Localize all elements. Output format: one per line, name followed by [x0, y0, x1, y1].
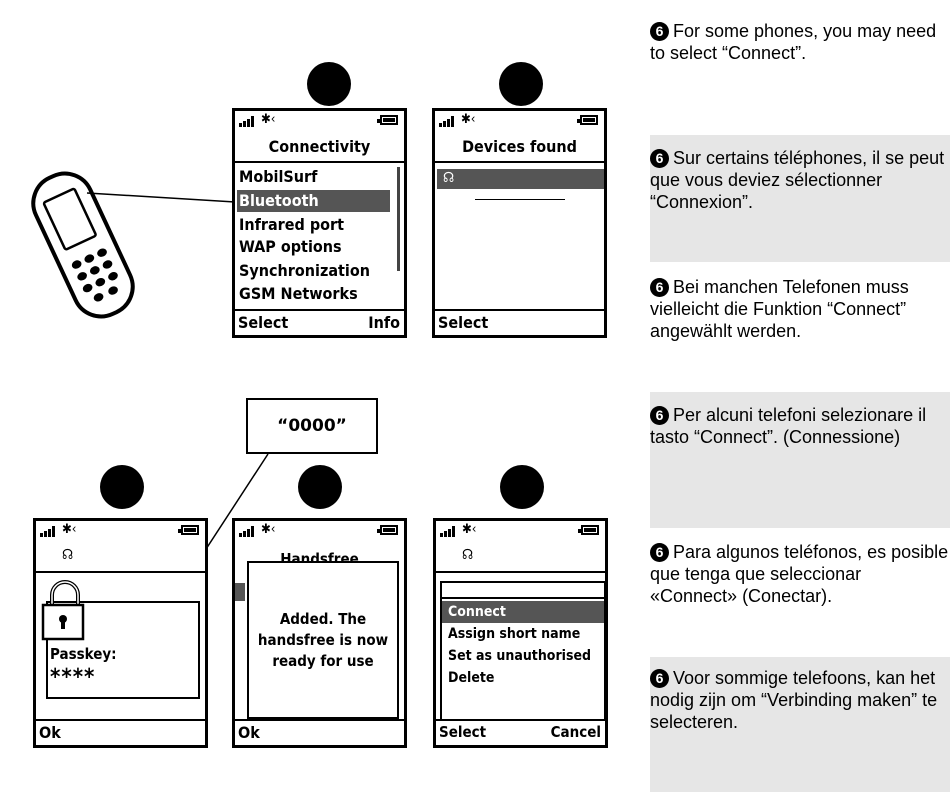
menu-item[interactable]: Synchronization	[239, 261, 370, 280]
screen-title: Connectivity	[268, 137, 371, 156]
phone-screen-added: ✱‹ Handsfree Added. The handsfree is now…	[232, 518, 407, 748]
passkey-input[interactable]: ****	[50, 665, 96, 690]
instruction-text: Per alcuni telefoni selezionare il tasto…	[650, 405, 927, 447]
selection-highlight	[442, 601, 604, 623]
divider	[435, 161, 604, 163]
battery-icon	[377, 115, 398, 125]
step-marker	[100, 465, 144, 509]
confirmation-message: Added. The handsfree is now ready for us…	[257, 609, 389, 670]
status-bar: ✱‹	[436, 521, 605, 543]
select-softkey[interactable]: Select	[438, 313, 489, 332]
headset-icon: ☊	[443, 170, 455, 186]
signal-strength-icon	[440, 525, 458, 537]
menu-item[interactable]: Infrared port	[239, 215, 345, 234]
divider	[442, 597, 604, 599]
screen-title: Devices found	[462, 137, 577, 156]
divider	[235, 161, 404, 163]
bluetooth-icon: ✱‹	[261, 112, 276, 127]
passkey-callout: “0000”	[246, 398, 378, 454]
bluetooth-icon: ✱‹	[461, 112, 476, 127]
status-bar: ✱‹	[235, 521, 404, 543]
signal-strength-icon	[40, 525, 58, 537]
battery-icon	[377, 525, 398, 535]
phone-screen-devices-found: ✱‹ Devices found ☊ Select	[432, 108, 607, 338]
mobile-phone-illustration	[31, 171, 236, 319]
scrollbar[interactable]	[397, 167, 400, 271]
softkey-bar: Select Info	[235, 309, 404, 335]
menu-item[interactable]: GSM Networks	[239, 284, 358, 303]
select-softkey[interactable]: Select	[238, 313, 289, 332]
option-delete[interactable]: Delete	[448, 670, 495, 686]
option-set-unauthorised[interactable]: Set as unauthorised	[448, 648, 592, 664]
passkey-label: Passkey:	[50, 645, 117, 663]
options-popup: Connect Assign short name Set as unautho…	[440, 581, 605, 721]
confirmation-dialog: Added. The handsfree is now ready for us…	[247, 561, 399, 719]
signal-strength-icon	[439, 115, 457, 127]
signal-strength-icon	[239, 525, 257, 537]
battery-icon	[178, 525, 199, 535]
select-softkey[interactable]: Select	[439, 723, 487, 741]
list-highlight-edge	[235, 583, 245, 601]
signal-strength-icon	[239, 115, 257, 127]
menu-item-selected[interactable]: Bluetooth	[239, 191, 319, 210]
step-number-badge: 6	[650, 22, 669, 41]
ok-softkey[interactable]: Ok	[39, 723, 61, 742]
status-bar: ✱‹	[36, 521, 205, 543]
instruction-text: Para algunos teléfonos, es posible que t…	[650, 542, 949, 606]
option-connect[interactable]: Connect	[448, 604, 506, 620]
instruction-text: Voor sommige telefoons, kan het nodig zi…	[650, 668, 938, 732]
softkey-bar: Select	[435, 309, 604, 335]
step-marker	[500, 465, 544, 509]
step-number-badge: 6	[650, 406, 669, 425]
softkey-bar: Ok	[235, 719, 404, 745]
ok-softkey[interactable]: Ok	[238, 723, 260, 742]
status-bar: ✱‹	[435, 111, 604, 133]
bluetooth-icon: ✱‹	[62, 522, 77, 537]
step-number-badge: 6	[650, 278, 669, 297]
instruction-text: For some phones, you may need to select …	[650, 21, 937, 63]
step-number-badge: 6	[650, 669, 669, 688]
instruction-text: Bei manchen Telefonen muss vielleicht di…	[650, 277, 909, 341]
headset-icon: ☊	[462, 547, 474, 563]
battery-icon	[578, 525, 599, 535]
device-list-item-placeholder	[475, 199, 565, 200]
info-softkey[interactable]: Info	[368, 313, 400, 332]
option-assign-short-name[interactable]: Assign short name	[448, 626, 581, 642]
step-number-badge: 6	[650, 149, 669, 168]
bluetooth-icon: ✱‹	[261, 522, 276, 537]
device-list-item-selected[interactable]: ☊	[437, 169, 604, 189]
status-bar: ✱‹	[235, 111, 404, 133]
phone-screen-connectivity: ✱‹ Connectivity MobilSurf Bluetooth Infr…	[232, 108, 407, 338]
divider	[436, 571, 605, 573]
selection-highlight	[237, 190, 390, 212]
phone-screen-device-options: ✱‹ ☊ Connect Assign short name Set as un…	[433, 518, 608, 748]
headset-icon: ☊	[62, 547, 74, 563]
phone-screen-passkey: ✱‹ ☊ Passkey: **** Ok	[33, 518, 208, 748]
step-marker	[307, 62, 351, 106]
bluetooth-icon: ✱‹	[462, 522, 477, 537]
softkey-bar: Ok	[36, 719, 205, 745]
menu-item[interactable]: WAP options	[239, 237, 342, 256]
step-marker	[499, 62, 543, 106]
cancel-softkey[interactable]: Cancel	[550, 723, 601, 741]
padlock-icon	[41, 580, 85, 641]
divider	[36, 571, 205, 573]
menu-item[interactable]: MobilSurf	[239, 167, 318, 186]
step-number-badge: 6	[650, 543, 669, 562]
step-marker	[298, 465, 342, 509]
battery-icon	[577, 115, 598, 125]
softkey-bar: Select Cancel	[436, 719, 605, 745]
instruction-text: Sur certains téléphones, il se peut que …	[650, 148, 945, 212]
